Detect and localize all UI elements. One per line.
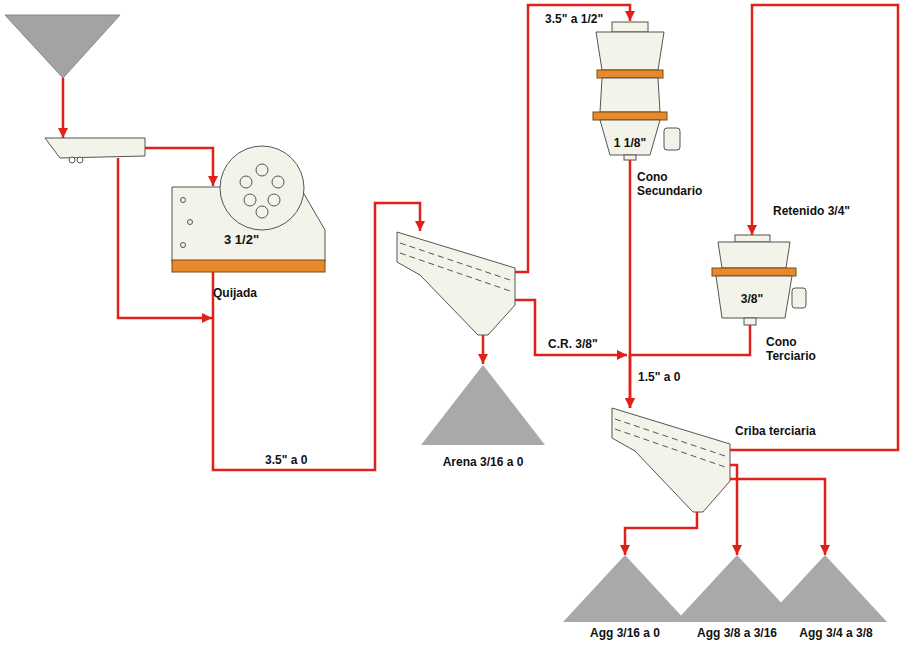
- equipment-label: Quijada: [213, 286, 257, 300]
- flow-line: [730, 479, 825, 555]
- equipment-label: Agg 3/16 a 0: [590, 626, 660, 640]
- setting-label: 3/8": [741, 292, 763, 306]
- tertiary-cone-box: 3/8"Cono Terciario: [712, 235, 808, 325]
- jaw-crusher: [172, 146, 325, 272]
- setting-label: 3 1/2": [224, 233, 259, 247]
- feed-wires: [63, 5, 630, 470]
- flow-label: 3.5" a 0: [265, 453, 307, 467]
- tertiary-screen-box: Criba terciaria: [612, 408, 730, 512]
- sand-pile-box: Arena 3/16 a 0: [421, 365, 545, 445]
- secondary-cone-box: 1 1/8"Cono Secundario: [593, 20, 683, 160]
- secondary-cone: [593, 22, 680, 160]
- equipment-label: Agg 3/4 a 3/8: [799, 626, 872, 640]
- flow-line: [630, 325, 750, 408]
- flow-line: [730, 5, 898, 450]
- flow-line: [625, 512, 697, 555]
- stock-pile: [563, 555, 687, 622]
- hopper: [5, 15, 120, 78]
- flow-label: 1.5" a 0: [638, 370, 680, 384]
- tertiary-cone: [712, 235, 806, 325]
- stock-pile-box: Agg 3/4 a 3/8: [763, 555, 887, 622]
- jaw-crusher-box: 3 1/2"Quijada: [172, 146, 325, 272]
- equipment-label: Agg 3/8 a 3/16: [697, 626, 777, 640]
- equipment-label: Arena 3/16 a 0: [443, 455, 524, 469]
- stock-pile-box: Agg 3/8 a 3/16: [675, 555, 799, 622]
- equipment-label: Criba terciaria: [735, 424, 816, 438]
- setting-label: 1 1/8": [614, 136, 646, 150]
- flow-label: C.R. 3/8": [548, 337, 598, 351]
- primary-screen: [397, 232, 515, 335]
- stock-pile: [763, 555, 887, 622]
- equipment-label: Cono Terciario: [766, 335, 840, 363]
- flow-label: Retenido 3/4": [773, 204, 850, 218]
- stock-pile-box: Agg 3/16 a 0: [563, 555, 687, 622]
- sand-pile: [421, 365, 545, 445]
- flow-label: 3.5" a 1/2": [545, 12, 603, 26]
- tertiary-screen: [612, 408, 730, 512]
- equipment-label: Cono Secundario: [637, 170, 717, 198]
- feeder: [45, 138, 145, 163]
